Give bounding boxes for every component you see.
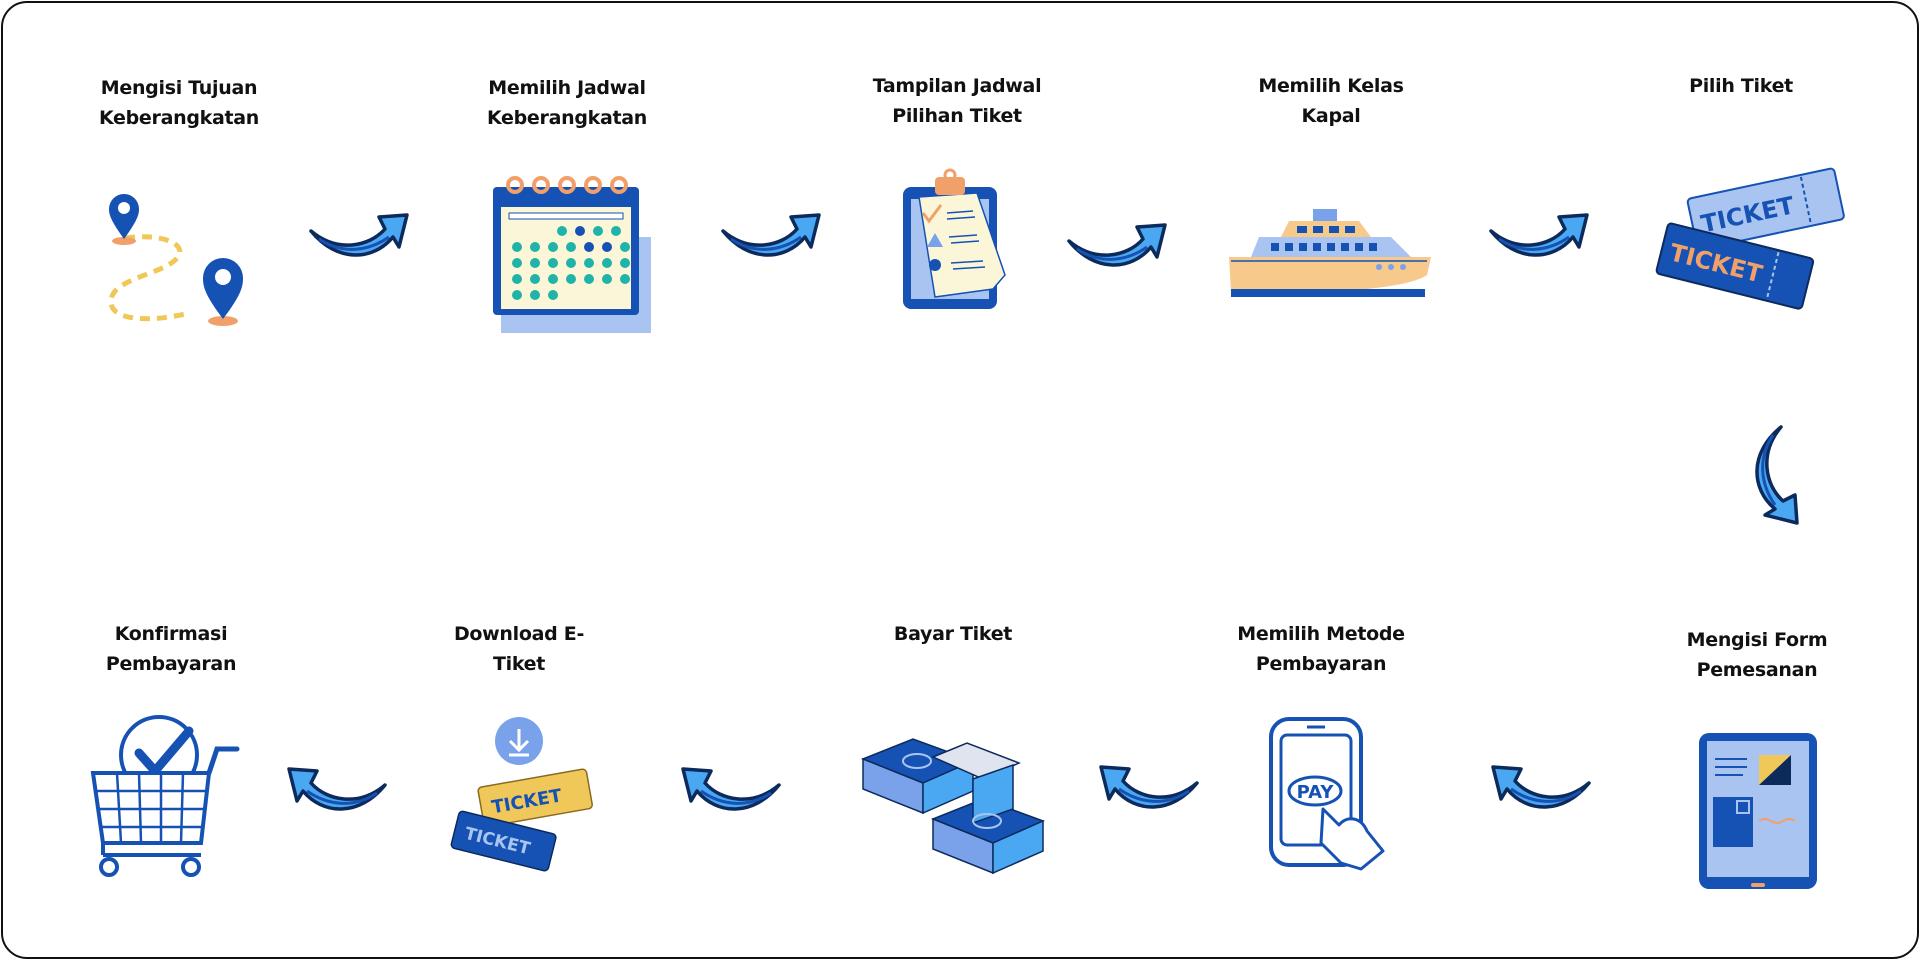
flow-arrow-left [681,767,781,811]
tickets-icon: TICKET TICKET [1655,167,1845,310]
step-label: Bayar Tiket [893,623,1013,645]
flow-arrow-right [1067,223,1167,267]
flow-arrow-right [309,213,409,257]
ship-icon [1229,209,1431,297]
step-label: Pilih Tiket [1689,75,1793,97]
step-label: Memilih Jadwal Keberangkatan [486,77,648,129]
step-label: Download E- Tiket [453,623,585,675]
flow-arrow-left [1099,765,1199,809]
flow-arrow-down [1755,425,1799,525]
step-label: Mengisi Form Pemesanan [1686,629,1828,681]
map-route-icon [108,194,243,326]
step-label: Memilih Metode Pembayaran [1237,623,1405,675]
step-label: Konfirmasi Pembayaran [105,623,237,675]
step-label: Mengisi Tujuan Keberangkatan [98,77,260,129]
clipboard-icon [903,168,1006,309]
pay-text: PAY [1297,782,1335,803]
step-label: Tampilan Jadwal Pilihan Tiket [872,75,1042,127]
flow-arrow-right [721,213,821,257]
calendar-icon [493,176,651,333]
cash-stack-icon [860,738,1046,875]
phone-pay-icon: PAY [1269,717,1385,871]
flow-arrow-left [1491,765,1591,809]
flow-arrow-right [1489,213,1589,257]
step-label: Memilih Kelas Kapal [1258,75,1404,127]
shopping-cart-check-icon [90,715,240,877]
tablet-form-icon [1699,733,1817,889]
download-ticket-icon: TICKET TICKET [450,717,593,872]
